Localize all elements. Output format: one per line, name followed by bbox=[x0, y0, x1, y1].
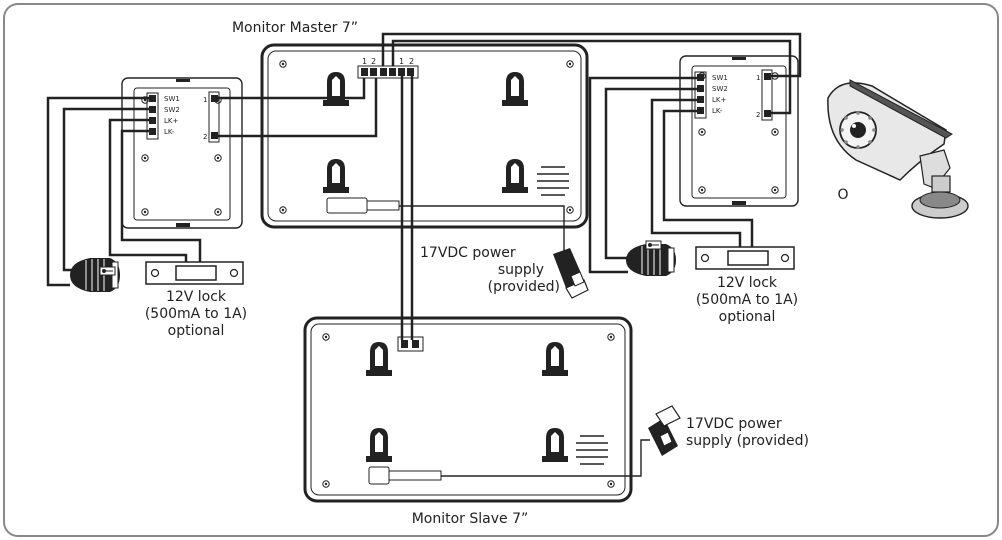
panel-left-terminal-sw1: SW1 bbox=[164, 95, 180, 103]
monitor-master-label: Monitor Master 7” bbox=[231, 20, 359, 36]
key-icon bbox=[645, 240, 662, 250]
power-adapter-icon bbox=[648, 405, 681, 456]
lock-right-line-1: 12V lock bbox=[716, 275, 778, 291]
master-pin-2b: 2 bbox=[409, 57, 414, 66]
master-pin-2a: 2 bbox=[371, 57, 376, 66]
monitor-slave-label: Monitor Slave 7” bbox=[411, 511, 529, 527]
panel-left-terminal-sw2: SW2 bbox=[164, 106, 180, 114]
psu-master-line-1: 17VDC power bbox=[420, 245, 516, 261]
lock-left-line-2: (500mA to 1A) bbox=[144, 306, 248, 322]
door-bell-icon bbox=[626, 244, 676, 276]
panel-left-terminal-lkplus: LK+ bbox=[164, 117, 178, 125]
psu-master-line-3: (provided) bbox=[487, 279, 560, 295]
panel-left-terminal-lkminus: LK- bbox=[164, 128, 175, 136]
psu-slave-line-1: 17VDC power bbox=[686, 416, 782, 432]
psu-slave-label: 17VDC power supply (provided) bbox=[686, 416, 809, 450]
panel-right-terminal-sw1: SW1 bbox=[712, 74, 728, 82]
psu-slave-line-2: supply (provided) bbox=[686, 433, 809, 449]
psu-master-label: 17VDC power supply (provided) bbox=[420, 245, 560, 296]
lock-right-line-3: optional bbox=[718, 309, 776, 325]
panel-left-pin-1: 1 bbox=[203, 96, 207, 104]
door-panel-left bbox=[121, 77, 243, 229]
panel-right-terminal-lkminus: LK- bbox=[712, 107, 723, 115]
panel-right-pin-2: 2 bbox=[756, 111, 760, 119]
panel-right-pin-1: 1 bbox=[756, 74, 760, 82]
electric-lock-left bbox=[145, 261, 244, 285]
monitor-slave bbox=[303, 316, 633, 503]
lock-left-line-1: 12V lock bbox=[165, 289, 227, 305]
lock-right-label: 12V lock (500mA to 1A) optional bbox=[682, 275, 812, 326]
diagram-frame bbox=[3, 3, 999, 537]
panel-right-terminal-sw2: SW2 bbox=[712, 85, 728, 93]
psu-master-line-2: supply bbox=[497, 262, 544, 278]
cctv-camera-icon bbox=[827, 79, 969, 219]
lock-left-line-3: optional bbox=[167, 323, 225, 339]
panel-left-pin-2: 2 bbox=[203, 133, 207, 141]
power-adapter-icon bbox=[553, 248, 589, 299]
key-icon bbox=[99, 266, 116, 276]
panel-right-terminal-lkplus: LK+ bbox=[712, 96, 726, 104]
camera-or-label: O bbox=[837, 187, 849, 203]
wiring bbox=[46, 32, 802, 477]
electric-lock-right bbox=[695, 246, 795, 270]
master-pin-1a: 1 bbox=[362, 57, 367, 66]
lock-left-label: 12V lock (500mA to 1A) optional bbox=[131, 289, 261, 340]
master-pin-1b: 1 bbox=[399, 57, 404, 66]
lock-right-line-2: (500mA to 1A) bbox=[695, 292, 799, 308]
door-panel-right bbox=[679, 55, 799, 207]
